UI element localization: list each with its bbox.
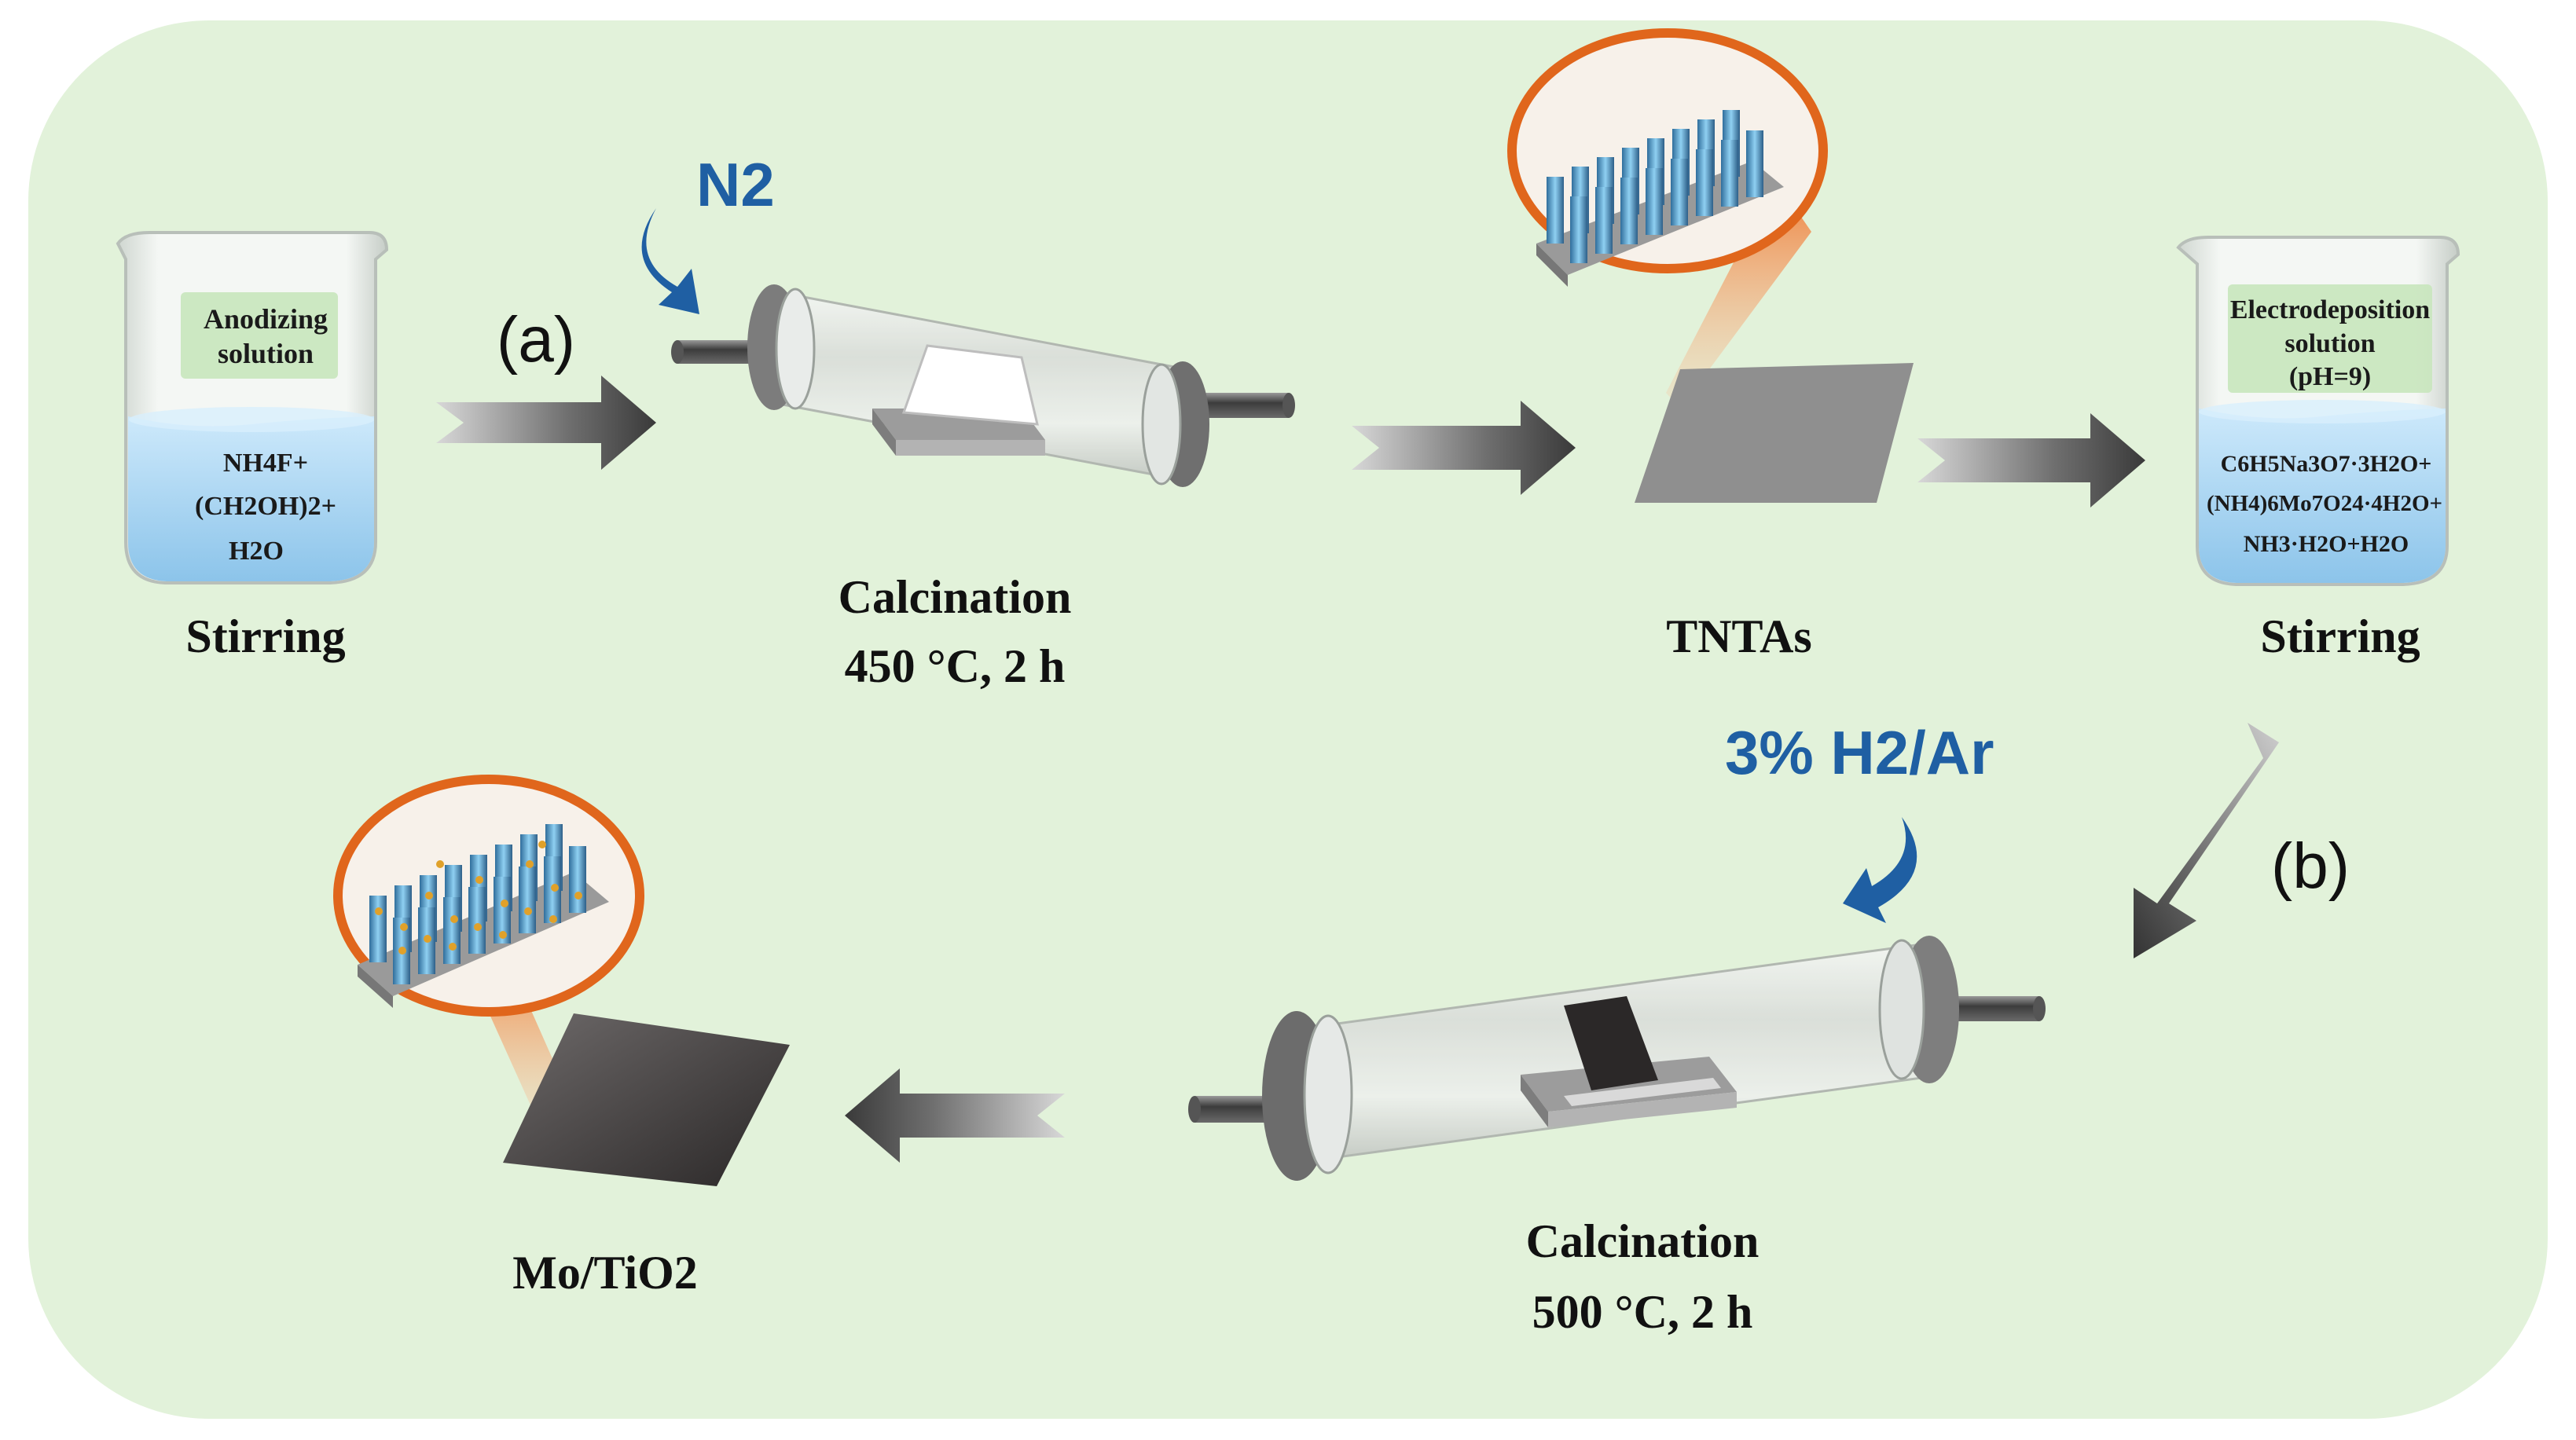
anodizing-label-line2: solution: [218, 338, 314, 369]
n2-flow-arrow: [641, 208, 699, 314]
stirring-caption-2: Stirring: [2260, 610, 2420, 662]
tntas-caption: TNTAs: [1666, 610, 1812, 662]
furnace-tube-2: [1188, 936, 2046, 1181]
arrow-to-furnace2: [2134, 723, 2279, 958]
step-a-label: (a): [497, 304, 575, 376]
stirring-caption-1: Stirring: [185, 610, 345, 662]
n2-gas-label: N2: [696, 150, 775, 219]
step-b-label: (b): [2271, 830, 2350, 902]
electrodeposition-content-line3: NH3·H2O+H2O: [2244, 531, 2409, 557]
anodizing-content-line1: NH4F+: [223, 449, 308, 478]
h2ar-gas-label: 3% H2/Ar: [1725, 718, 1994, 787]
product-caption: Mo/TiO2: [512, 1247, 698, 1299]
arrow-to-furnace1: [436, 376, 656, 470]
h2ar-flow-arrow: [1843, 817, 1917, 923]
arrow-to-beaker2: [1917, 413, 2145, 507]
tntas-sample: [1507, 28, 1914, 503]
electrodeposition-label-line3: (pH=9): [2289, 362, 2371, 391]
background-panel: [28, 20, 2548, 1419]
electrodeposition-beaker: Electrodeposition solution (pH=9) C6H5Na…: [2176, 236, 2460, 586]
mo-tio2-sample: [333, 775, 790, 1186]
calcination-2-caption: Calcination: [1526, 1215, 1760, 1267]
calcination-1-conditions: 450 °C, 2 h: [845, 640, 1066, 692]
anodizing-content-line2: (CH2OH)2+: [195, 492, 336, 521]
anodizing-label-line1: Anodizing: [204, 303, 328, 335]
electrodeposition-label-line2: solution: [2284, 329, 2375, 358]
calcination-2-conditions: 500 °C, 2 h: [1532, 1286, 1753, 1338]
electrodeposition-content-line1: C6H5Na3O7·3H2O+: [2221, 451, 2432, 477]
anodizing-beaker: Anodizing solution NH4F+ (CH2OH)2+ H2O: [116, 231, 389, 584]
arrow-to-tntas: [1352, 401, 1576, 495]
calcination-1-caption: Calcination: [838, 571, 1072, 623]
furnace-tube-1: [671, 284, 1295, 487]
electrodeposition-content-line2: (NH4)6Mo7O24·4H2O+: [2207, 491, 2442, 516]
mo-nanoparticles: [375, 841, 582, 955]
anodizing-content-line3: H2O: [229, 537, 284, 566]
arrow-to-product: [845, 1068, 1065, 1163]
electrodeposition-label-line1: Electrodeposition: [2230, 295, 2430, 324]
nanotube-array-1: [1547, 110, 1763, 263]
